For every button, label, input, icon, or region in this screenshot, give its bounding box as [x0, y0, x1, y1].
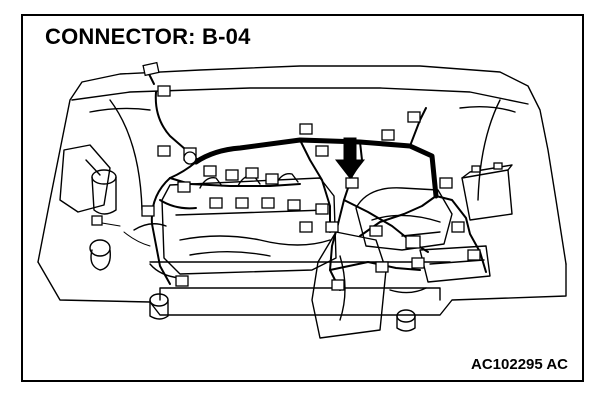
connectors: [91, 61, 481, 291]
connector-title: CONNECTOR: B-04: [45, 24, 251, 49]
down-arrow-icon: [334, 137, 366, 179]
fluid-reservoirs: [89, 169, 416, 332]
figure-id: AC102295 AC: [471, 356, 568, 373]
engine-block: [133, 173, 491, 339]
engine-bay-outline: [37, 65, 567, 316]
wiring-harness: [95, 71, 487, 291]
battery: [461, 162, 513, 221]
